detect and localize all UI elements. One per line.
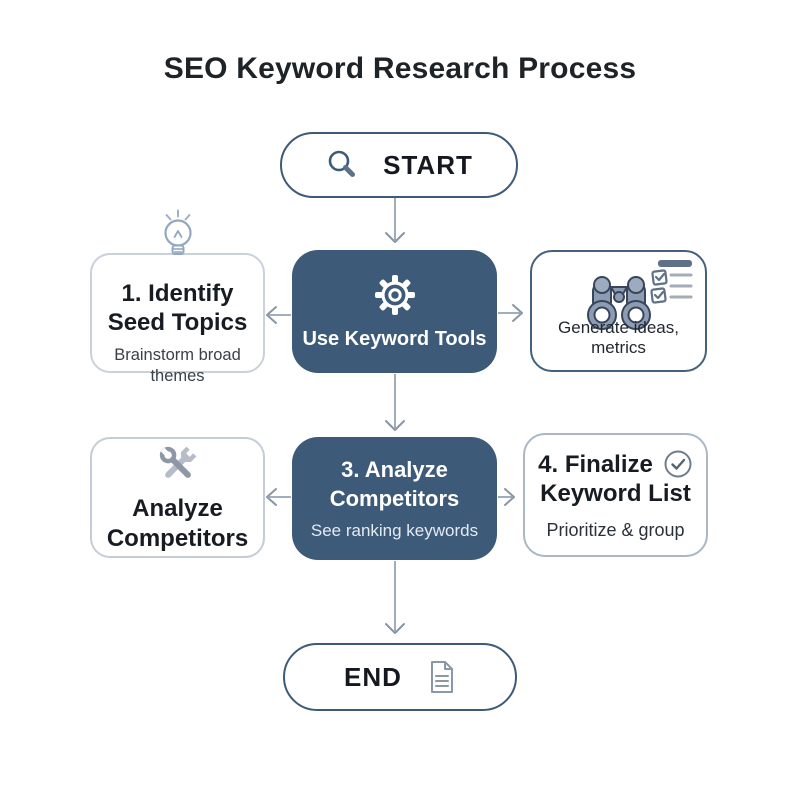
step3-subtitle: See ranking keywords — [310, 520, 479, 540]
analyze-side-title-line1: Analyze — [132, 495, 223, 523]
arrow-tools-to-step3 — [385, 374, 405, 431]
node-analyze-competitors-main: 3. Analyze Competitors See ranking keywo… — [292, 437, 497, 560]
start-node: START — [280, 132, 518, 198]
generate-caption: Generate ideas, metrics — [558, 318, 679, 357]
step3-title-line1: 3. Analyze — [341, 457, 448, 483]
step1-title-line2: Seed Topics — [107, 309, 248, 337]
step4-title-line2: Keyword List — [540, 480, 691, 508]
step1-title-line1: 1. Identify — [121, 280, 234, 307]
step3-title-line2: Competitors — [329, 486, 460, 511]
node-analyze-competitors-side: Analyze Competitors — [90, 437, 265, 558]
node-identify-seed-topics: 1. Identify Seed Topics Brainstorm broad… — [90, 209, 265, 385]
tools-label: Use Keyword Tools — [302, 328, 487, 350]
gear-icon — [374, 275, 415, 315]
step4-title-line1: 4. Finalize — [538, 450, 653, 478]
arrow-step3-to-end — [385, 561, 405, 634]
arrow-tools-to-step1 — [266, 306, 291, 324]
arrow-start-to-tools — [385, 196, 405, 243]
checklist-icon — [650, 260, 693, 304]
binoculars-icon — [586, 276, 651, 330]
arrow-tools-to-generate — [498, 304, 523, 322]
page-title: SEO Keyword Research Process — [163, 52, 637, 85]
step4-subtitle: Prioritize & group — [546, 519, 685, 540]
lightbulb-icon — [163, 209, 192, 255]
node-finalize-keyword-list: 4. Finalize Keyword List Prioritize & gr… — [523, 433, 708, 557]
node-use-keyword-tools: Use Keyword Tools — [292, 250, 497, 373]
start-label: START — [383, 149, 473, 180]
search-icon — [328, 150, 356, 177]
end-label: END — [344, 661, 402, 692]
document-icon — [430, 661, 453, 693]
analyze-side-title-line2: Competitors — [106, 524, 249, 552]
arrow-step3-to-step4 — [498, 488, 515, 506]
end-node: END — [283, 643, 517, 711]
node-generate-ideas: Generate ideas, metrics — [530, 250, 707, 372]
arrow-step3-to-analyze-side — [266, 488, 291, 506]
check-circle-icon — [664, 450, 692, 478]
step1-subtitle: Brainstorm broad themes — [114, 345, 241, 385]
tools-icon — [159, 446, 196, 479]
